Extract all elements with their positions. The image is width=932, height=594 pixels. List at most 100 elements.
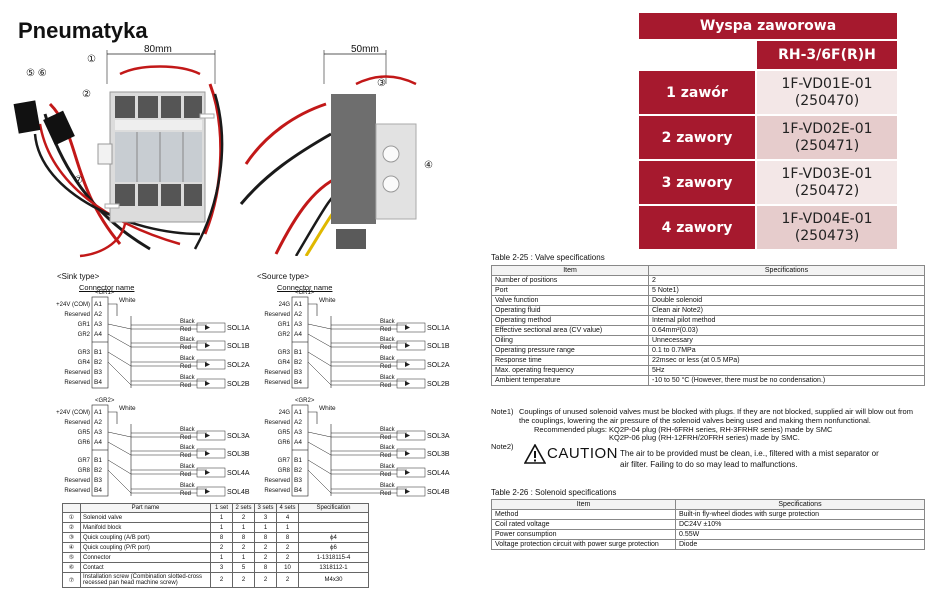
- pin-label: B1: [294, 457, 302, 464]
- spec-value: 0.55W: [675, 529, 925, 540]
- pin-label: B3: [94, 369, 102, 376]
- spec-value: Diode: [675, 539, 925, 550]
- red-label: Red: [180, 453, 191, 459]
- pin-label: B2: [294, 467, 302, 474]
- signal-wire: [107, 431, 132, 438]
- signal-wire: [107, 323, 132, 330]
- note1-text: Couplings of unused solenoid valves must…: [519, 407, 913, 425]
- pin-label: A1: [94, 301, 102, 308]
- parts-cell: ②: [62, 522, 81, 533]
- source-connector-name: Connector name: [277, 283, 333, 292]
- pin-label: A1: [294, 409, 302, 416]
- pin-signal-label: GR7: [278, 458, 291, 464]
- valve-header-item: Item: [491, 265, 649, 276]
- solenoid-label: SOL2A: [427, 362, 450, 369]
- diode-symbol: [405, 362, 410, 367]
- spec-item: Oiling: [491, 335, 649, 346]
- wyspa-row-value: 1F-VD04E-01(250473): [755, 204, 899, 251]
- white-label: White: [319, 405, 336, 412]
- pin-label: A3: [294, 429, 302, 436]
- white-label: White: [319, 297, 336, 304]
- red-label: Red: [380, 364, 391, 370]
- caution-text-1: The air to be provided must be clean, i.…: [620, 449, 879, 458]
- red-label: Red: [180, 364, 191, 370]
- pin-label: A2: [94, 311, 102, 318]
- parts-header-1set: 1 set: [210, 503, 233, 513]
- diode-symbol: [405, 489, 410, 494]
- parts-cell: 2: [254, 552, 277, 563]
- pin-signal-label: GR4: [78, 360, 91, 366]
- diode-symbol: [405, 381, 410, 386]
- caution-word: CAUTION: [547, 445, 618, 462]
- solenoid-label: SOL1B: [427, 343, 450, 350]
- pin-signal-label: Reserved: [64, 488, 90, 494]
- parts-cell: 2: [254, 572, 277, 588]
- wyspa-model: RH-3/6F(R)H: [755, 39, 899, 71]
- pin-label: B3: [94, 477, 102, 484]
- spec-value: Unnecessary: [648, 335, 925, 346]
- parts-cell: 1: [254, 522, 277, 533]
- parts-cell: 1: [210, 552, 233, 563]
- wyspa-code: 1F-VD04E-01: [781, 210, 873, 227]
- parts-cell-name: Quick coupling (A/B port): [80, 532, 211, 543]
- red-label: Red: [380, 345, 391, 351]
- spec-value: -10 to 50 °C (However, there must be no …: [648, 375, 925, 386]
- solenoid-label: SOL4A: [227, 470, 250, 477]
- black-label: Black: [180, 319, 196, 325]
- pin-label: A3: [94, 321, 102, 328]
- solenoid-label: SOL2B: [427, 381, 450, 388]
- parts-cell: 5: [232, 562, 255, 573]
- parts-cell: 3: [254, 512, 277, 523]
- parts-cell: ⑦: [62, 572, 81, 588]
- wyspa-number: (250472): [794, 182, 860, 199]
- solenoid-label: SOL3A: [427, 433, 450, 440]
- red-label: Red: [180, 345, 191, 351]
- diode-symbol: [405, 433, 410, 438]
- wyspa-code: 1F-VD02E-01: [781, 120, 873, 137]
- sink-connector-name: Connector name: [79, 283, 135, 292]
- pin-signal-label: GR6: [278, 440, 291, 446]
- pin-label: A1: [94, 409, 102, 416]
- signal-wire: [307, 351, 332, 367]
- spec-value: Built-in fly-wheel diodes with surge pro…: [675, 509, 925, 520]
- pin-label: B2: [294, 359, 302, 366]
- pin-label: A4: [294, 331, 302, 338]
- parts-cell: 1: [232, 552, 255, 563]
- spec-value: Internal pilot method: [648, 315, 925, 326]
- signal-wire: [107, 351, 132, 367]
- parts-cell: ⑥: [62, 562, 81, 573]
- signal-wire: [307, 323, 332, 330]
- connector-box: [291, 296, 309, 389]
- note1-plugs-2: KQ2P-06 plug (RH-12FRH/20FRH series) mad…: [609, 433, 800, 442]
- pin-label: A4: [94, 439, 102, 446]
- valve-side-photo: [239, 50, 417, 256]
- spec-item: Method: [491, 509, 676, 520]
- red-label: Red: [180, 383, 191, 389]
- coil-box: [396, 378, 426, 389]
- signal-wire: [307, 441, 332, 456]
- parts-header-spec: Specification: [298, 503, 369, 513]
- parts-cell: 1: [276, 522, 299, 533]
- wyspa-code: 1F-VD01E-01: [781, 75, 873, 92]
- spec-value: 2: [648, 275, 925, 286]
- red-label: Red: [380, 327, 391, 333]
- solenoid-header-spec: Specifications: [675, 499, 925, 510]
- black-label: Black: [380, 464, 396, 470]
- pin-label: B1: [294, 349, 302, 356]
- callout-7: ⑦: [74, 175, 83, 186]
- coil-box: [196, 378, 226, 389]
- pin-signal-label: GR5: [78, 430, 91, 436]
- spec-value: DC24V ±10%: [675, 519, 925, 530]
- pin-label: B2: [94, 359, 102, 366]
- spec-value: 5Hz: [648, 365, 925, 376]
- connector-box: [291, 404, 309, 497]
- black-label: Black: [180, 483, 196, 489]
- spec-item: Operating method: [491, 315, 649, 326]
